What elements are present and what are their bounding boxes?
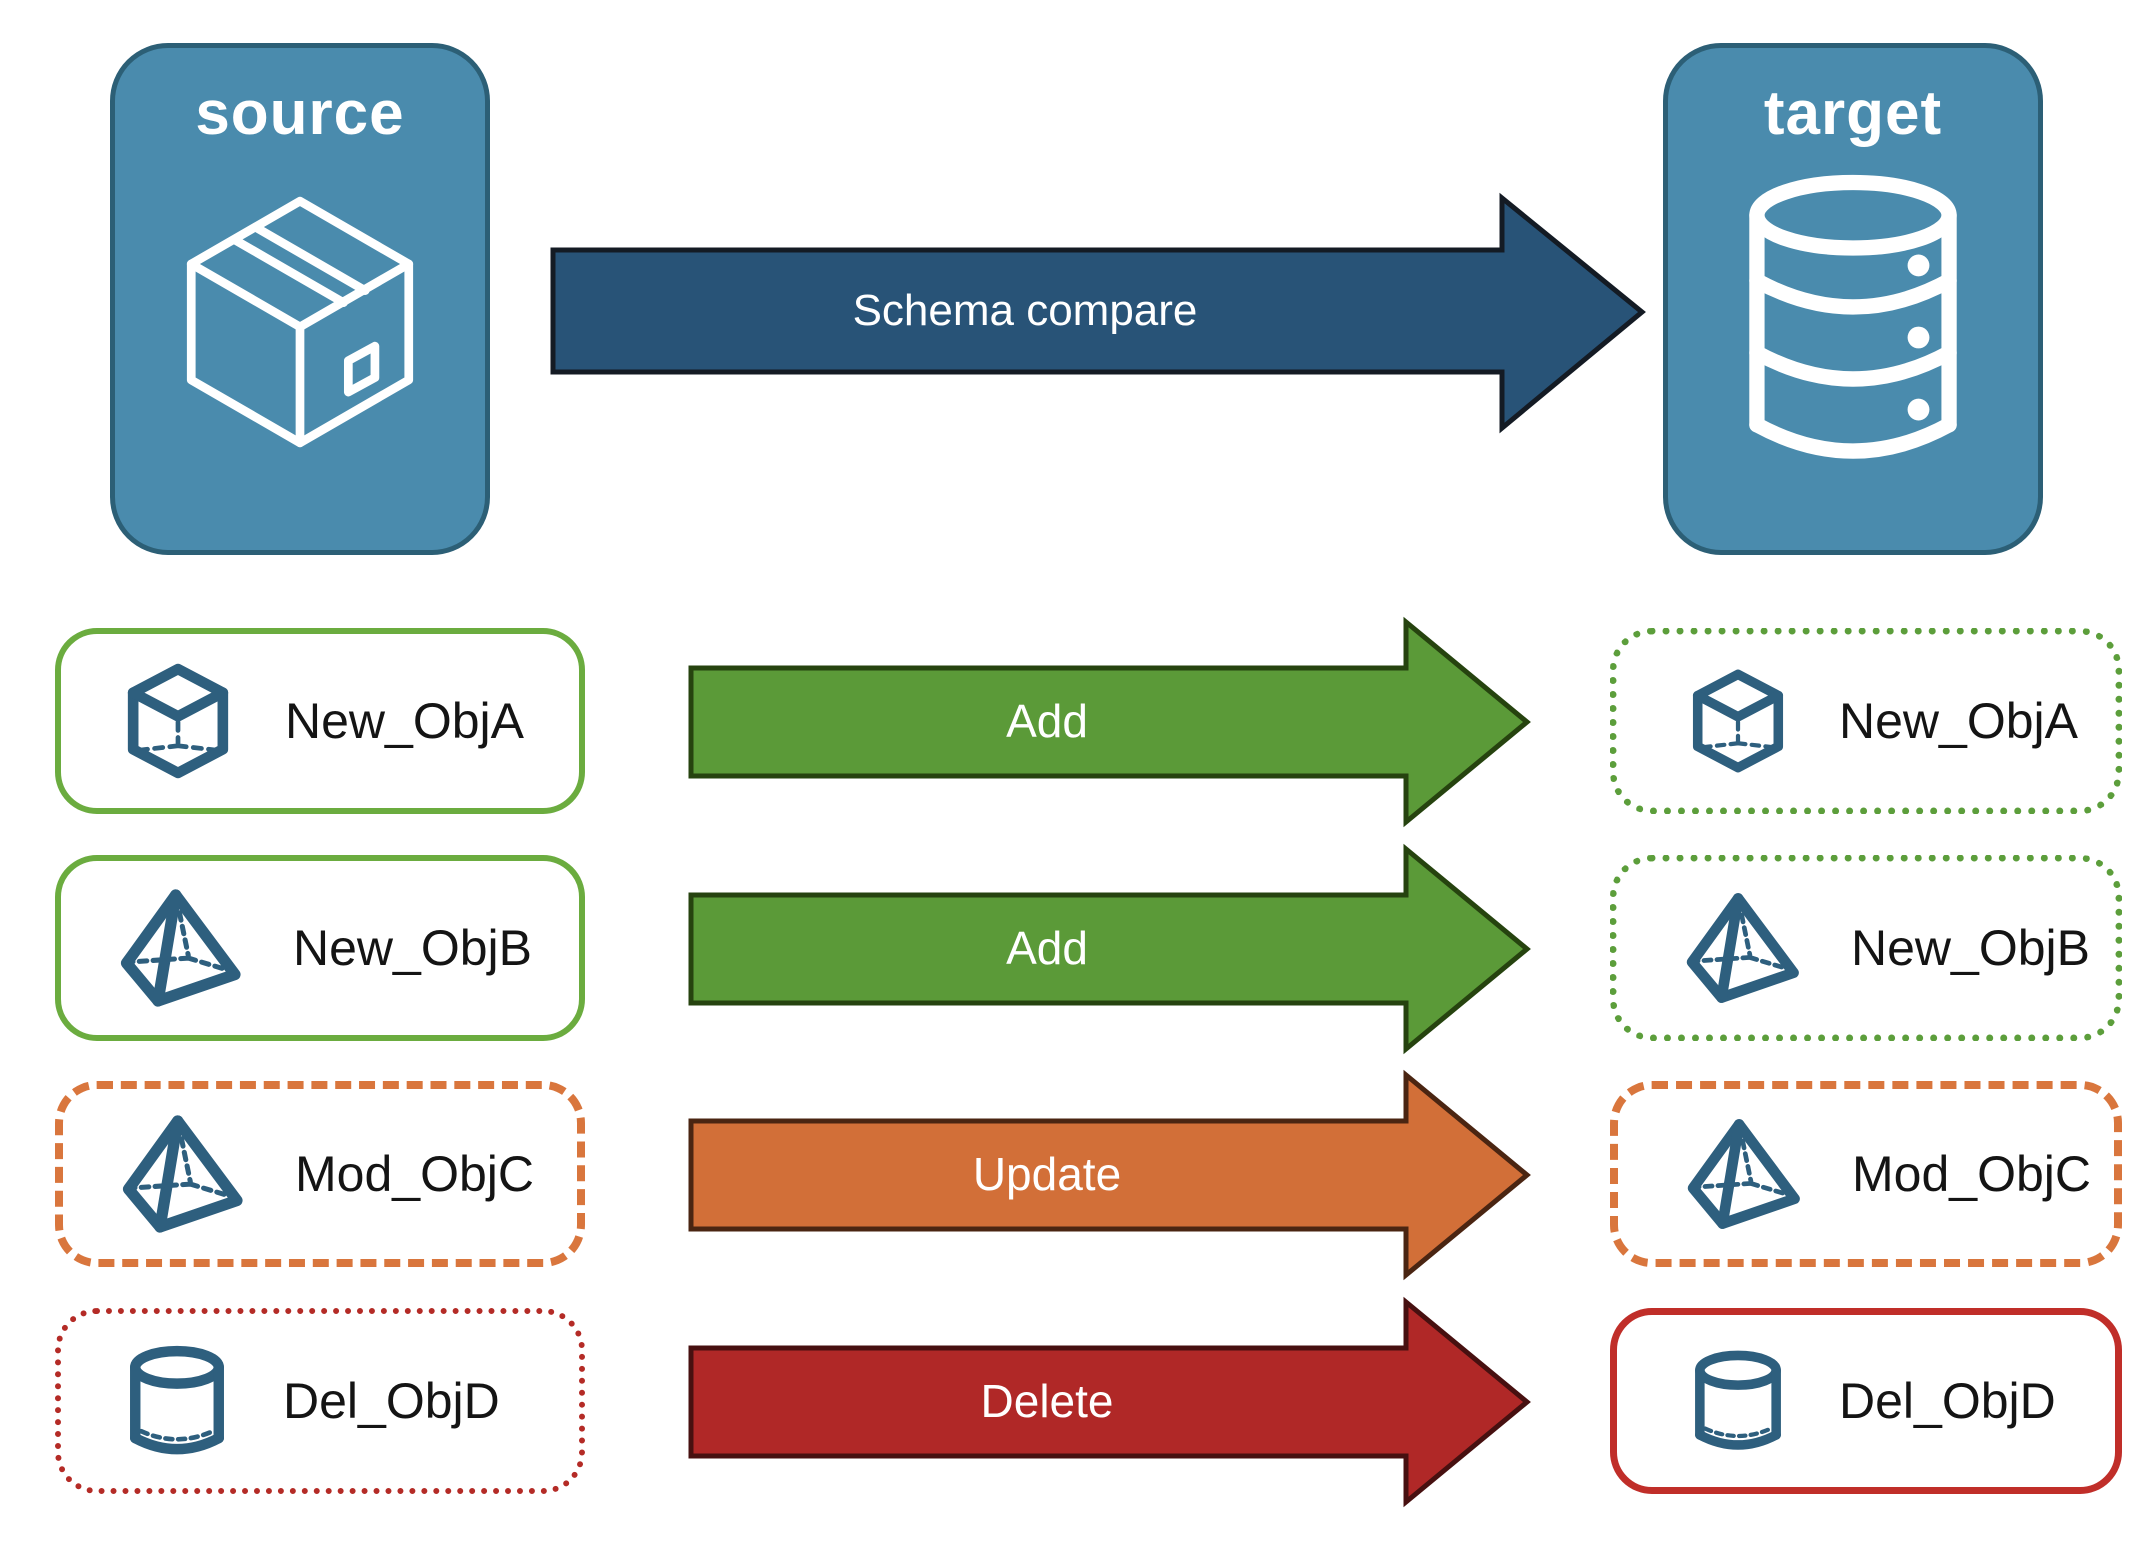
source-node: source	[110, 43, 490, 555]
row-3-source-box: Mod_ObjC	[55, 1081, 585, 1267]
add-arrow-row-2-label: Add	[1006, 922, 1088, 974]
add-arrow-row-1-label: Add	[1006, 695, 1088, 747]
row-1-target-object-label: New_ObjA	[1839, 693, 2078, 749]
row-1-source-object-label: New_ObjA	[285, 693, 524, 749]
row-2-target-box: New_ObjB	[1610, 855, 2122, 1041]
pyramid-icon	[1685, 889, 1803, 1007]
add-arrow-row-1	[688, 616, 1531, 828]
update-arrow-row-3	[688, 1069, 1531, 1281]
add-arrow-row-2	[688, 843, 1531, 1055]
cylinder-icon	[1685, 1348, 1791, 1454]
row-4-source-box: Del_ObjD	[55, 1308, 585, 1494]
row-3-source-object-label: Mod_ObjC	[295, 1146, 534, 1202]
cylinder-icon	[119, 1343, 235, 1459]
row-4-target-object-label: Del_ObjD	[1839, 1373, 2056, 1429]
update-arrow-row-3-label: Update	[972, 1148, 1122, 1200]
row-4-target-box: Del_ObjD	[1610, 1308, 2122, 1494]
cube-icon	[119, 662, 237, 780]
schema-compare-arrow-label: Schema compare	[852, 286, 1198, 335]
row-1-target-box: New_ObjA	[1610, 628, 2122, 814]
row-3-target-box: Mod_ObjC	[1610, 1081, 2122, 1267]
schema-compare-arrow	[550, 192, 1646, 434]
target-node-label: target	[1763, 79, 1943, 148]
cube-icon	[1685, 668, 1791, 774]
package-box-icon	[155, 177, 445, 467]
row-2-source-object-label: New_ObjB	[293, 920, 532, 976]
row-3-target-object-label: Mod_ObjC	[1852, 1146, 2091, 1202]
pyramid-icon	[1686, 1115, 1804, 1233]
delete-arrow-row-4	[688, 1296, 1531, 1508]
source-node-label: source	[195, 79, 405, 148]
row-4-source-object-label: Del_ObjD	[283, 1373, 500, 1429]
row-1-source-box: New_ObjA	[55, 628, 585, 814]
pyramid-icon	[119, 885, 245, 1011]
row-2-source-box: New_ObjB	[55, 855, 585, 1041]
row-2-target-object-label: New_ObjB	[1851, 920, 2090, 976]
target-node: target	[1663, 43, 2043, 555]
pyramid-icon	[121, 1111, 247, 1237]
delete-arrow-row-4-label: Delete	[980, 1375, 1114, 1427]
database-icon	[1722, 167, 1984, 484]
